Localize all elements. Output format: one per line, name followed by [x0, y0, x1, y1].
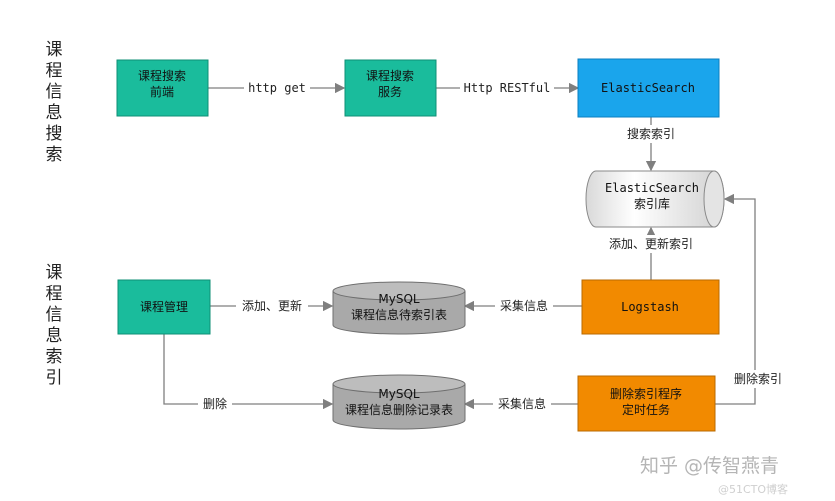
- node-mysql-pending: [332, 281, 466, 335]
- node-logstash-label: Logstash: [621, 300, 679, 314]
- node-es-index: [585, 170, 725, 228]
- section-label-search: 课程信息搜索: [46, 40, 63, 165]
- node-delete-program-label: 删除索引程序定时任务: [610, 386, 682, 417]
- node-frontend-label: 课程搜索前端: [138, 68, 186, 99]
- edge-label-search-index: 搜索索引: [627, 126, 675, 141]
- edge-label-http-get: http get: [248, 81, 306, 95]
- watermark-sub: @51CTO博客: [718, 482, 788, 496]
- edge-program-to-index: [715, 193, 756, 405]
- node-search-service-label: 课程搜索服务: [366, 68, 414, 99]
- node-course-mgmt-label: 课程管理: [140, 299, 188, 314]
- node-search-service: [344, 59, 437, 117]
- edge-mgmt-to-mysql-deleted: [163, 334, 334, 410]
- edge-label-add-update: 添加、更新: [242, 298, 302, 313]
- node-frontend: [116, 59, 209, 117]
- node-course-mgmt: [117, 279, 211, 335]
- edge-label-http-restful: Http RESTful: [464, 81, 551, 95]
- edge-label-delete: 删除: [203, 396, 227, 411]
- edge-label-delete-index: 删除索引: [734, 371, 782, 386]
- section-label-index: 课程信息索引: [46, 263, 63, 388]
- node-elasticsearch: [577, 58, 720, 118]
- node-elasticsearch-label: ElasticSearch: [601, 81, 695, 95]
- edge-label-add-update-index: 添加、更新索引: [609, 236, 693, 251]
- node-delete-program: [577, 375, 716, 432]
- edge-label-collect-2: 采集信息: [498, 396, 546, 411]
- edge-label-collect-1: 采集信息: [500, 298, 548, 313]
- node-logstash: [581, 279, 720, 335]
- watermark-text: 知乎 @传智燕青: [640, 455, 779, 477]
- node-mysql-deleted: [332, 374, 466, 430]
